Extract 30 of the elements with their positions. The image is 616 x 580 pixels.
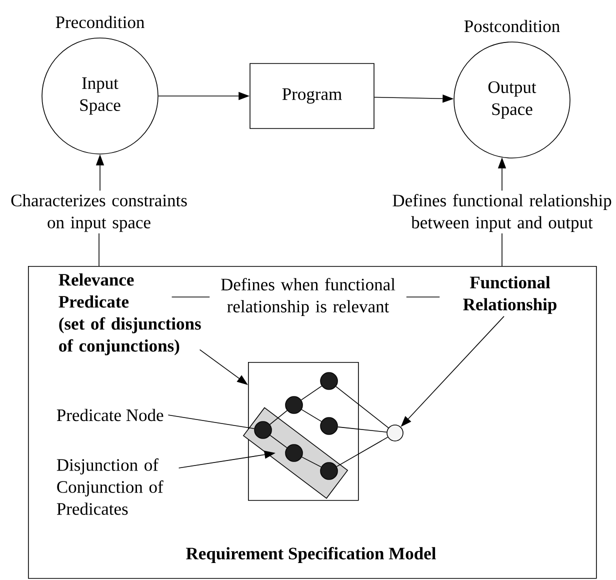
connector-line <box>336 386 389 428</box>
predicate-node <box>285 396 303 414</box>
callout-text: Predicate Node <box>56 408 164 422</box>
connector-line <box>301 409 322 422</box>
predicate-node <box>320 462 338 480</box>
leader-line <box>168 414 255 429</box>
predicate-node <box>254 421 272 439</box>
annotation-text: Defines when functional relationship is relevant <box>221 278 396 316</box>
connector-line <box>336 436 388 467</box>
connector-line <box>270 434 288 448</box>
predicate-node <box>320 417 338 435</box>
connector-line <box>171 296 210 298</box>
output-node <box>386 424 404 442</box>
annotation-text: Defines functional relationship between input and output <box>392 194 612 232</box>
heading-text: Functional Relationship <box>463 276 556 314</box>
predicate-node <box>320 372 338 390</box>
connector-line <box>302 456 322 468</box>
predicate-box <box>248 362 359 501</box>
condition-label: Postcondition <box>464 20 560 32</box>
connector-line <box>98 232 100 266</box>
process-box: Program <box>250 63 374 129</box>
connector-line <box>270 410 288 425</box>
connector-line <box>406 296 440 298</box>
heading-text: Relevance Predicate (set of disjunctions of conjunctions) <box>58 273 201 356</box>
predicate-node <box>285 444 303 462</box>
callout-text: Disjunction of Conjunction of Predicates <box>56 458 164 515</box>
connector-line <box>337 426 388 432</box>
connector-line <box>300 386 322 400</box>
annotation-text: Characterizes constraints on input space <box>11 194 187 232</box>
condition-label: Precondition <box>56 16 144 28</box>
